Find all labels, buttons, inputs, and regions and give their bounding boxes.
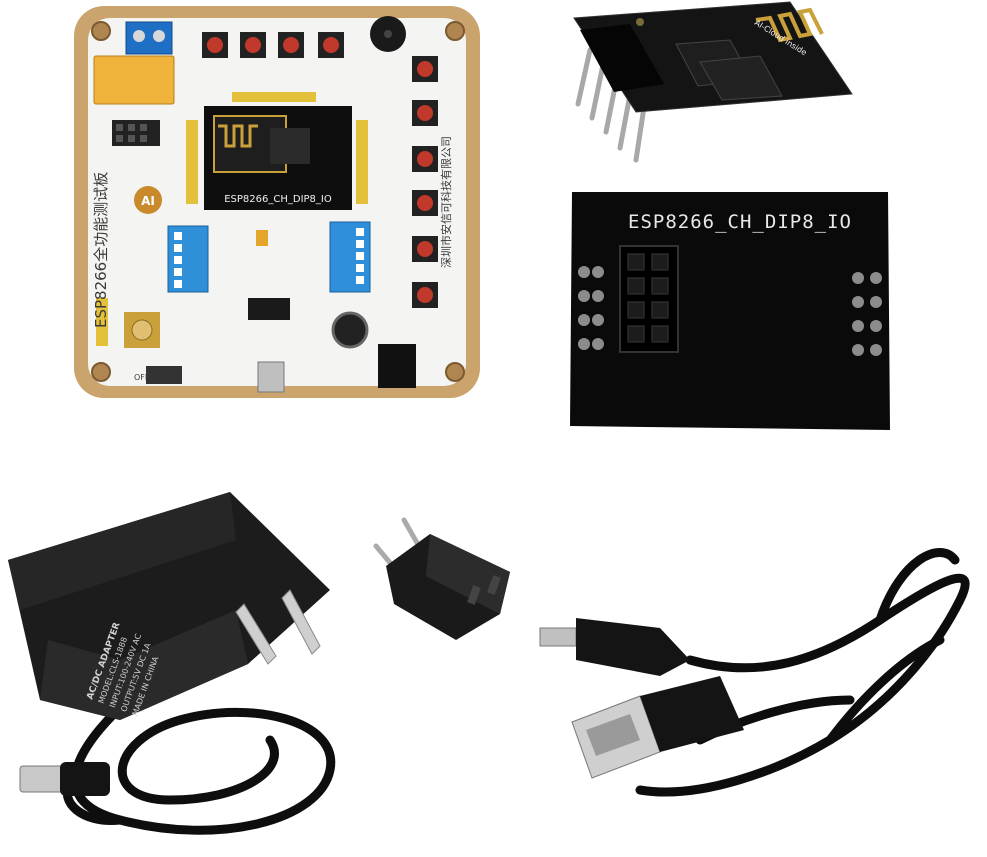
- header-right: [356, 120, 368, 204]
- usb-port: [257, 361, 285, 393]
- power-switch: [146, 366, 182, 384]
- dc-jack: [378, 344, 416, 388]
- header-top: [232, 92, 316, 102]
- off-label: OFF: [134, 373, 150, 382]
- usb-cable-wire: [635, 573, 970, 797]
- ai-logo: [134, 186, 162, 214]
- top-buttons: [202, 32, 344, 58]
- screw-top-right: [445, 21, 465, 41]
- screw-bottom-right: [445, 362, 465, 382]
- relay: [93, 55, 175, 105]
- mini-usb-plug: [539, 627, 577, 647]
- plug-prong-right: [281, 589, 321, 655]
- board-maker: 深圳市安信可科技有限公司: [439, 136, 453, 268]
- screw-bottom-left: [91, 362, 111, 382]
- header-power: [96, 298, 108, 346]
- svg-text:AI: AI: [141, 194, 155, 208]
- plug-prong-left: [235, 603, 277, 665]
- ic-chip: [248, 298, 290, 320]
- board-title: ESP8266全功能测试板: [92, 172, 110, 328]
- capacitor: [331, 311, 369, 349]
- adapter-cable: [70, 685, 336, 835]
- right-buttons: [412, 56, 438, 308]
- esp-module-label: ESP8266_CH_DIP8_IO: [224, 194, 332, 205]
- header-left: [186, 120, 198, 204]
- screw-top-left: [91, 21, 111, 41]
- adapter-label: ESP8266_CH_DIP8_IO: [628, 211, 852, 233]
